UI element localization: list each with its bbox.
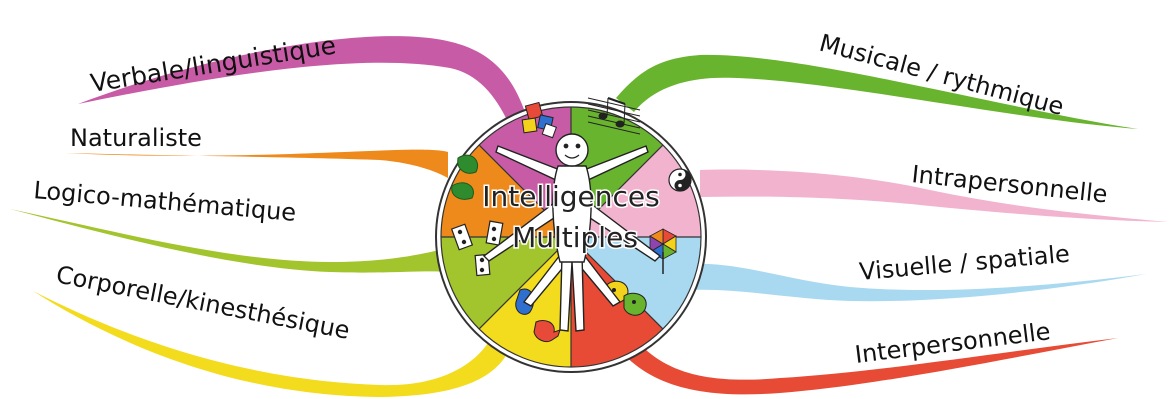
oak-leaves-icon [451, 154, 478, 200]
branch-naturaliste [66, 149, 448, 178]
label-visuelle: Visuelle / spatiale [858, 240, 1071, 286]
toy-blocks-icon [521, 101, 557, 139]
music-notes-icon [587, 97, 641, 135]
dominoes-icon [450, 220, 504, 277]
sector-visuelle [571, 237, 701, 329]
sector-verbale [479, 107, 571, 237]
label-corporelle: Corporelle/kinesthésique [54, 260, 352, 344]
figure-face [563, 143, 581, 159]
branch-intrapersonnelle [700, 169, 1168, 222]
center-title-line1: Intelligences [482, 180, 660, 213]
branch-musicale [616, 54, 1138, 129]
label-logico: Logico-mathématique [32, 176, 297, 227]
branch-interpersonnelle [618, 335, 1118, 395]
color-hexagon-icon [649, 228, 677, 274]
label-naturaliste: Naturaliste [70, 124, 202, 152]
branch-logico [10, 209, 448, 273]
sector-logico [441, 237, 571, 329]
label-verbale: Verbale/linguistique [88, 30, 338, 97]
center-title-line2: Multiples [512, 221, 638, 254]
branch-corporelle [33, 291, 512, 397]
branch-visuelle [688, 263, 1146, 302]
branch-verbale [78, 36, 525, 122]
sector-musicale [571, 107, 663, 237]
human-figure-icon [482, 133, 662, 332]
yin-yang-icon [668, 168, 692, 192]
